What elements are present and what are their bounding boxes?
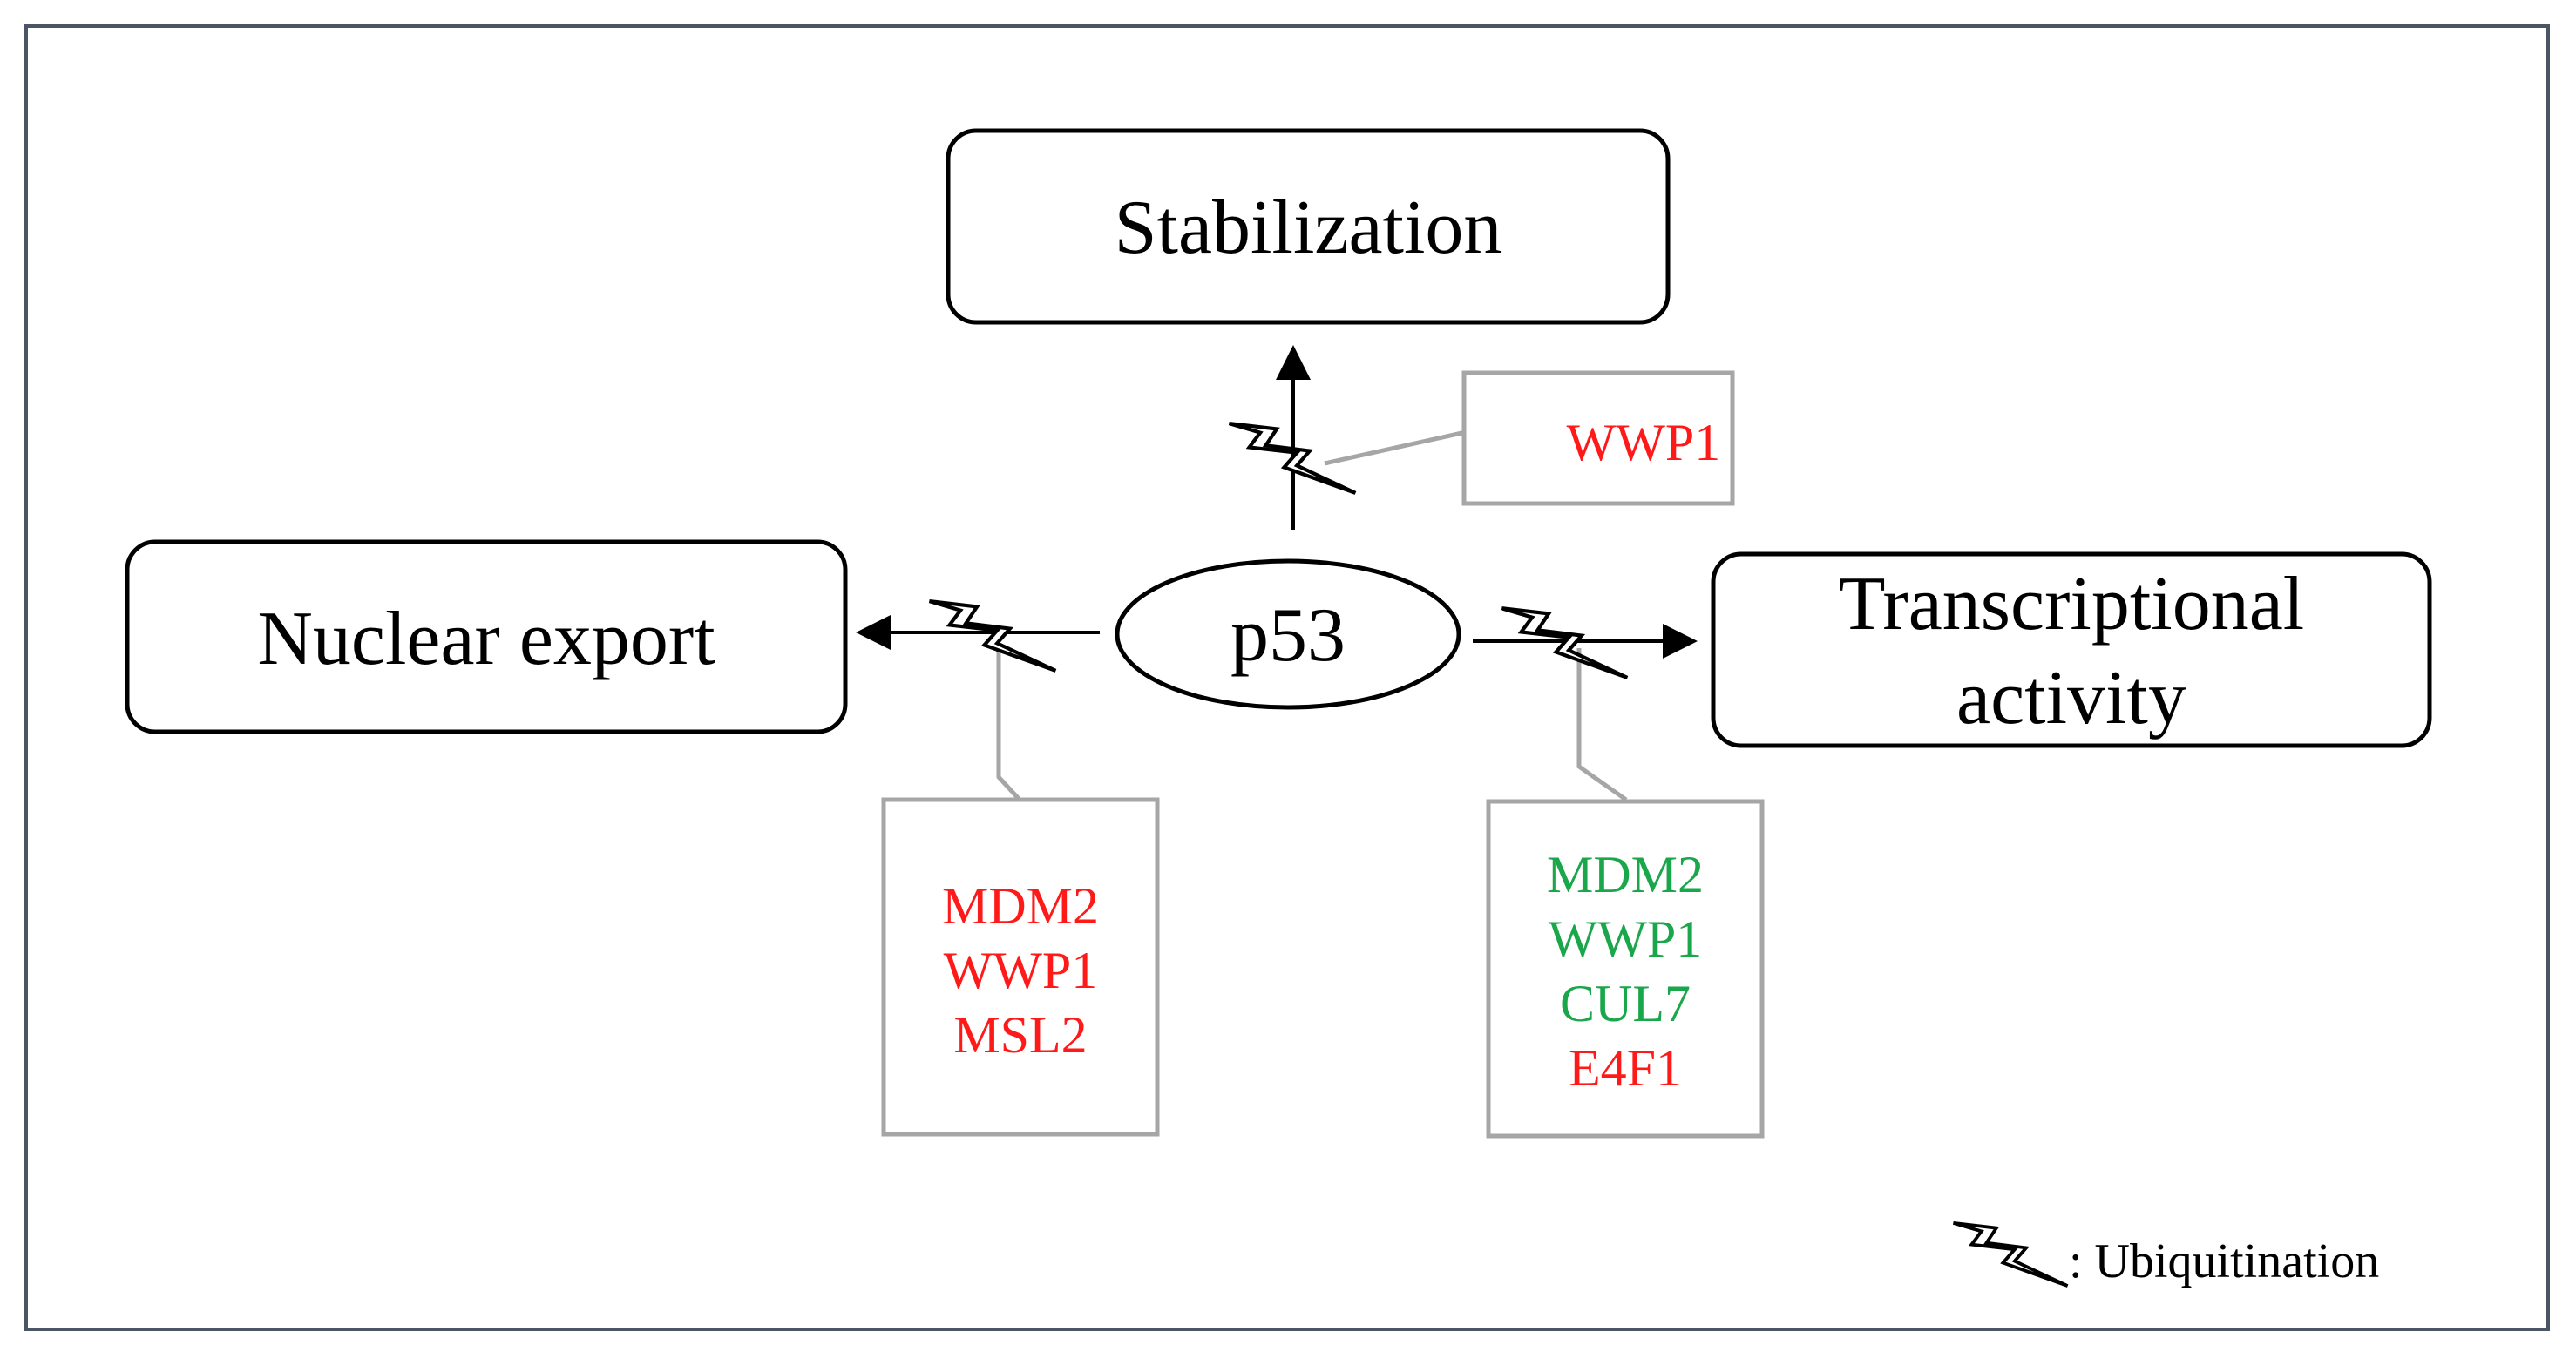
regulator-label: MDM2 bbox=[1547, 846, 1704, 903]
transcriptional-label-line2: activity bbox=[1956, 656, 2186, 740]
transcriptional-regulators-box: MDM2 WWP1 CUL7 E4F1 bbox=[1486, 799, 1765, 1139]
regulator-label: MDM2 bbox=[942, 877, 1099, 935]
regulator-label: CUL7 bbox=[1560, 975, 1691, 1032]
nuclear-export-box: Nuclear export bbox=[125, 539, 848, 734]
nuclear-export-regulators-box: MDM2 WWP1 MSL2 bbox=[881, 797, 1160, 1137]
transcriptional-activity-box: Transcriptional activity bbox=[1711, 551, 2432, 748]
p53-node: p53 bbox=[1115, 558, 1461, 710]
regulator-label: E4F1 bbox=[1569, 1039, 1682, 1097]
regulator-label: WWP1 bbox=[1549, 910, 1703, 968]
stabilization-label: Stabilization bbox=[1115, 186, 1502, 270]
regulator-label: WWP1 bbox=[1567, 414, 1721, 471]
stabilization-regulators-box: WWP1 bbox=[1461, 370, 1735, 506]
regulator-label: WWP1 bbox=[944, 942, 1098, 999]
p53-label: p53 bbox=[1230, 593, 1346, 678]
regulator-label: MSL2 bbox=[953, 1006, 1087, 1064]
lightning-bolt-icon bbox=[930, 601, 1056, 671]
legend: : Ubiquitination bbox=[1951, 1221, 2379, 1288]
stabilization-box: Stabilization bbox=[946, 128, 1671, 325]
transcriptional-label-line1: Transcriptional bbox=[1839, 562, 2305, 646]
legend-label: : Ubiquitination bbox=[2069, 1234, 2379, 1288]
lightning-bolt-icon bbox=[1951, 1221, 2070, 1288]
connector-nuclear-export bbox=[996, 645, 1021, 801]
connector-stabilization bbox=[1324, 429, 1467, 466]
nuclear-export-label: Nuclear export bbox=[257, 597, 715, 681]
connector-transcriptional bbox=[1576, 648, 1628, 802]
